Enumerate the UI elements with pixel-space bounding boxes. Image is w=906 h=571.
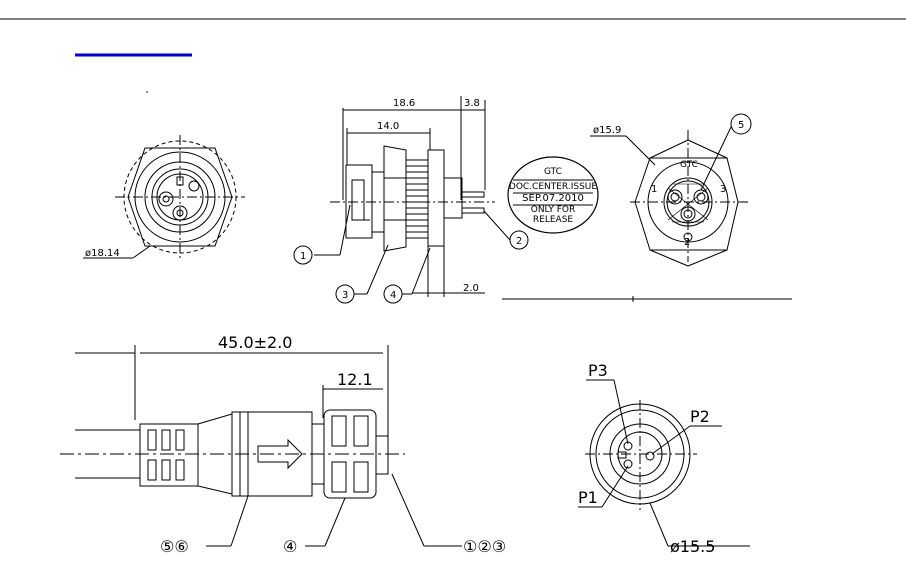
pin-p3: P3 — [588, 361, 608, 380]
stray-dot — [146, 91, 148, 93]
balloon-4-label: 4 — [390, 290, 396, 301]
side-view — [294, 96, 528, 303]
front-view — [83, 135, 245, 260]
stamp-line-4: ONLY FOR — [531, 205, 576, 215]
plug-diameter-label: ø15.5 — [670, 537, 715, 556]
balloon-2-label: 2 — [516, 236, 522, 247]
stamp-line-3: SEP.07.2010 — [522, 193, 584, 204]
balloon-3-label: 3 — [342, 290, 348, 301]
dim-overall: 18.6 — [393, 98, 415, 109]
front-diameter-label: ø18.14 — [85, 248, 120, 259]
pin-face-diameter-label: ø15.9 — [593, 125, 621, 136]
callout-cable: ⑤⑥ — [160, 537, 189, 556]
dim-nut: 12.1 — [337, 370, 373, 389]
pin-face-view — [590, 114, 751, 266]
release-stamp: GTC DOC.CENTER.ISSUE SEP.07.2010 ONLY FO… — [508, 157, 598, 233]
dim-pin: 3.8 — [464, 98, 480, 109]
dim-body: 14.0 — [377, 121, 399, 132]
callout-nut: ④ — [283, 537, 297, 556]
stamp-line-1: GTC — [544, 167, 562, 177]
plug-pin-view — [578, 380, 750, 546]
stamp-line-5: RELEASE — [533, 215, 574, 225]
pin-p1: P1 — [578, 488, 598, 507]
pin-face-balloon-5: 5 — [738, 120, 744, 131]
stamp-line-2: DOC.CENTER.ISSUE — [509, 182, 598, 192]
dim-flange: 2.0 — [463, 283, 479, 294]
balloon-1-label: 1 — [300, 251, 306, 262]
pin-face-1: 1 — [651, 184, 657, 195]
cable-connector — [60, 345, 462, 546]
callout-pins: ①②③ — [463, 537, 506, 556]
dim-total: 45.0±2.0 — [218, 333, 292, 352]
pin-face-2: 2 — [684, 237, 690, 248]
pin-face-gtc: GTC — [680, 160, 698, 170]
pin-face-3: 3 — [720, 184, 726, 195]
pin-p2: P2 — [690, 407, 710, 426]
